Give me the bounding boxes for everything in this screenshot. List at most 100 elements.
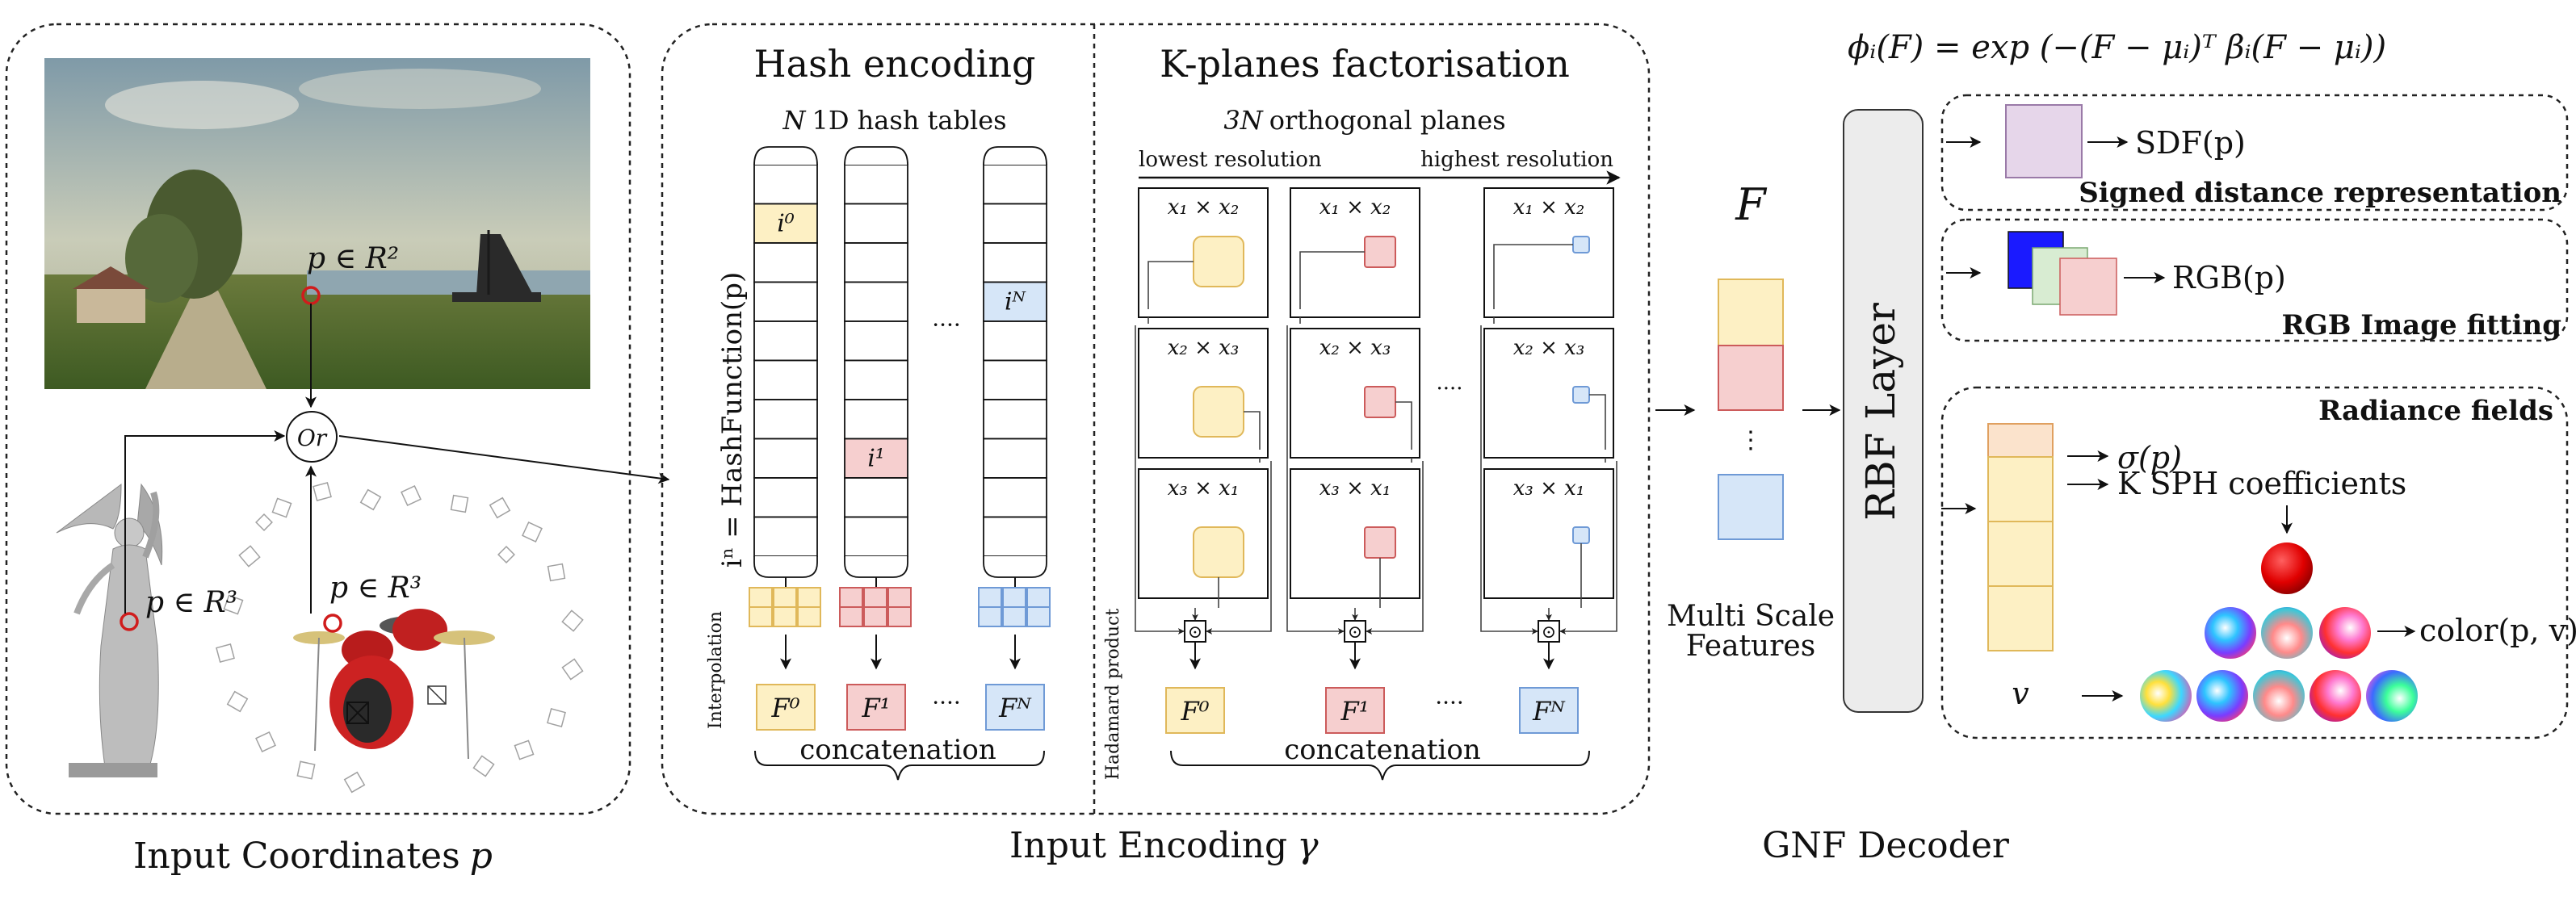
plane-sample <box>1364 386 1396 418</box>
plane-axis-label: x₃ × x₁ <box>1319 476 1391 501</box>
hash-cell <box>844 477 908 518</box>
input-panel: Or p ∈ R² p ∈ R³ p ∈ R³ Input Coordinate… <box>5 23 670 877</box>
point-marker-drums <box>323 614 342 633</box>
kplanes-mid-ellipsis: ···· <box>1436 377 1462 401</box>
hadamard-node <box>1344 620 1366 643</box>
point-marker-statue <box>120 612 139 631</box>
sdf-output: SDF(p) <box>2135 125 2246 161</box>
rgb-block-red <box>2059 258 2117 316</box>
hash-cell <box>844 242 908 283</box>
hash-feature-2: Fᴺ <box>978 587 1051 731</box>
features-label-line1: Multi Scale <box>1667 600 1835 633</box>
plane-axis-label: x₁ × x₂ <box>1168 195 1240 220</box>
hash-cell <box>753 516 818 557</box>
kplanes-feature-label: Fᴺ <box>1532 696 1566 727</box>
features-ellipsis: ⋮ <box>1739 426 1763 454</box>
hash-feat-ellipsis: ···· <box>932 689 961 716</box>
plane-sample <box>1364 526 1396 559</box>
plane-sample <box>1364 236 1396 268</box>
kplanes-feature-box <box>1519 687 1579 734</box>
hash-cell-label: iᴺ <box>1005 288 1027 316</box>
hadamard-symbol: ⊙ <box>1188 622 1202 643</box>
hash-feature-1: F¹ <box>839 587 912 731</box>
sph-block <box>1987 456 2054 651</box>
kplanes-feature-0: ⊙ F⁰ <box>1135 317 1272 734</box>
hash-cell <box>753 477 818 518</box>
highest-resolution-label: highest resolution <box>1420 148 1613 172</box>
plane-2-1: x₂ × x₃ <box>1483 328 1614 459</box>
kplanes-feature-label: F⁰ <box>1180 696 1209 727</box>
plane-sample <box>1572 386 1590 404</box>
hash-cell <box>753 438 818 479</box>
hash-cell <box>844 516 908 557</box>
view-sphere-5 <box>2366 670 2418 722</box>
hash-feature-box <box>846 684 906 731</box>
plane-axis-label: x₂ × x₃ <box>1513 336 1585 360</box>
hash-cell <box>983 438 1047 479</box>
hash-cell-highlight <box>844 438 908 479</box>
kplanes-feature-box <box>1325 687 1385 734</box>
hash-table-1: i¹ <box>844 146 908 611</box>
hash-cell <box>753 164 818 205</box>
plane-0-0: x₁ × x₂ <box>1138 187 1269 318</box>
hash-cell <box>753 281 818 322</box>
plane-sample <box>1193 386 1244 438</box>
view-direction-label: v <box>2012 676 2029 711</box>
kplanes-feature-box <box>1165 687 1225 734</box>
sdf-branch: SDF(p) Signed distance representation <box>1940 94 2569 212</box>
kplanes-feature-label: F¹ <box>1340 696 1369 727</box>
hash-tables: i⁰ i¹ iᴺ <box>753 146 1047 611</box>
hash-feature-box <box>985 684 1045 731</box>
plane-axis-label: x₁ × x₂ <box>1513 195 1585 220</box>
or-label: Or <box>297 425 328 451</box>
hash-table-0: i⁰ <box>753 146 818 611</box>
hash-cell-label: i⁰ <box>777 210 795 238</box>
sph-sphere-1 <box>2205 607 2256 659</box>
kplanes-concat-label: concatenation <box>1284 734 1481 766</box>
hash-cell <box>983 399 1047 440</box>
plane-frame <box>1290 187 1420 318</box>
hash-cell <box>983 203 1047 244</box>
hash-cell-highlight <box>983 281 1047 322</box>
interpolation-label: Interpolation <box>706 611 726 729</box>
plane-axis-label: x₃ × x₁ <box>1168 476 1240 501</box>
plane-1-0: x₁ × x₂ <box>1290 187 1420 318</box>
radiance-branch: Radiance fields σ(p) K SPH coefficients … <box>1940 386 2576 739</box>
plane-sample <box>1193 236 1244 287</box>
sph-sphere-3 <box>2319 607 2371 659</box>
hash-feature-label: F¹ <box>861 693 890 723</box>
hash-cell <box>983 242 1047 283</box>
kplanes-feature-1: ⊙ F¹ <box>1286 317 1424 734</box>
plane-frame <box>1483 468 1614 599</box>
drums-scene <box>216 482 584 794</box>
decoder-caption: GNF Decoder <box>1762 825 2010 866</box>
sdf-output-block <box>2005 104 2083 178</box>
hash-table-2: iᴺ <box>983 146 1047 611</box>
plane-1-2: x₃ × x₁ <box>1290 468 1420 608</box>
hash-cell <box>753 359 818 400</box>
plane-axis-label: x₂ × x₃ <box>1319 336 1391 360</box>
p-r3-drums-label: p ∈ R³ <box>329 572 422 605</box>
radiance-title: Radiance fields <box>2318 395 2553 427</box>
view-sphere-2 <box>2196 670 2248 722</box>
sph-output: K SPH coefficients <box>2117 466 2406 501</box>
plane-sample <box>1572 526 1590 544</box>
p-r3-statue-label: p ∈ R³ <box>145 586 237 619</box>
hash-ellipsis: ···· <box>932 312 961 338</box>
sph-sphere-red <box>2261 542 2313 594</box>
view-sphere-4 <box>2310 670 2361 722</box>
hadamard-symbol: ⊙ <box>1542 622 1556 643</box>
or-node <box>286 411 338 463</box>
hash-cell <box>844 320 908 362</box>
sigma-output: σ(p) <box>2117 440 2182 475</box>
hash-feature-0: F⁰ <box>749 587 821 731</box>
hadamard-symbol: ⊙ <box>1348 622 1362 643</box>
hash-cell <box>844 359 908 400</box>
p-r2-label: p ∈ R² <box>307 242 399 275</box>
sdf-title: Signed distance representation <box>2079 177 2561 209</box>
plane-frame <box>1290 468 1420 599</box>
hash-cell <box>753 399 818 440</box>
